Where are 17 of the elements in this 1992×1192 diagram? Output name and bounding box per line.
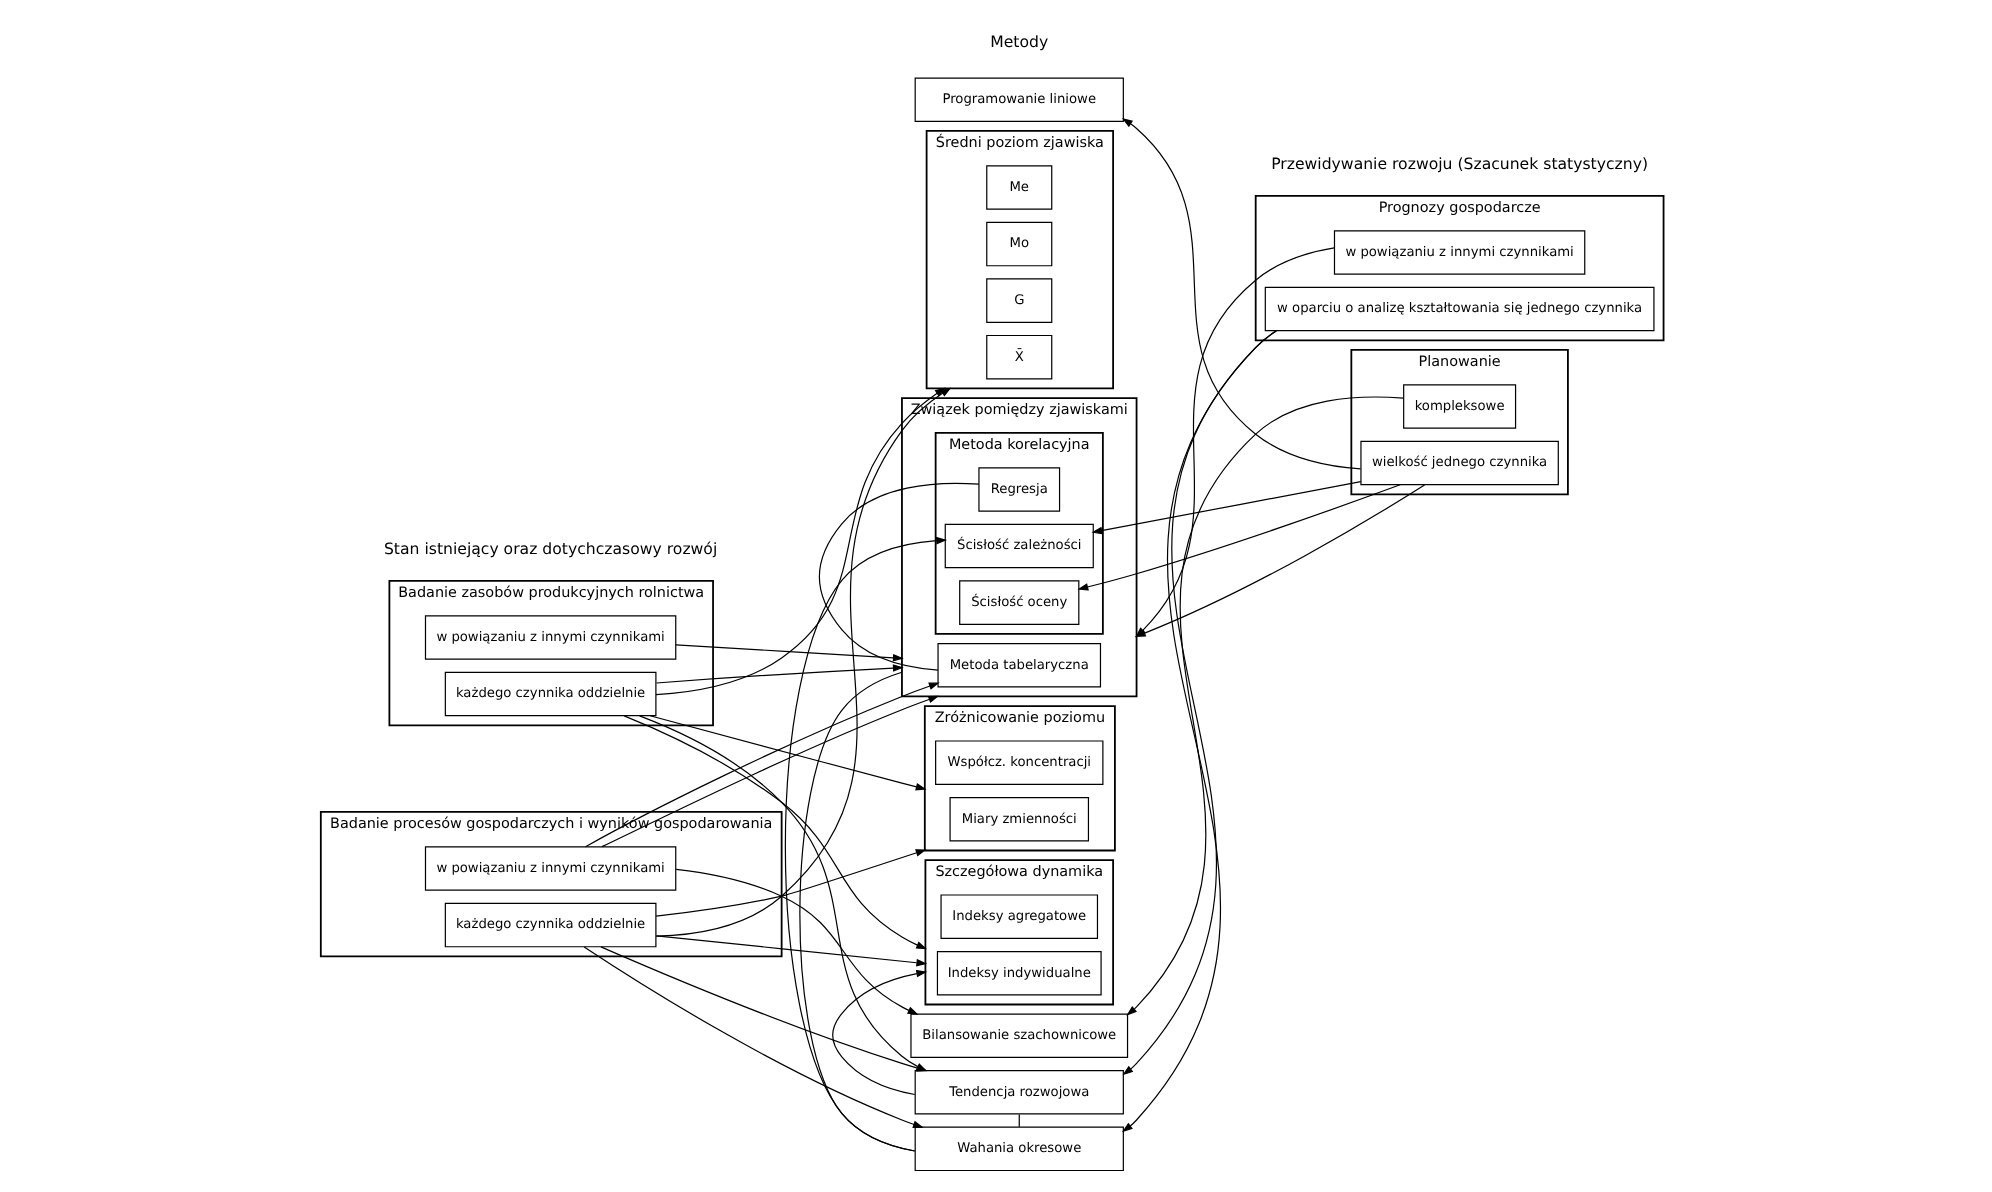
arrow — [783, 536, 947, 1152]
arrow — [648, 715, 926, 791]
connector — [817, 482, 979, 671]
arrow — [674, 644, 903, 662]
arrow — [831, 969, 927, 1096]
arrow — [674, 868, 918, 1015]
arrow — [1090, 480, 1361, 535]
arrow — [1120, 118, 1361, 470]
arrow — [582, 946, 923, 1128]
arrow — [637, 715, 927, 1072]
arrow — [654, 849, 926, 917]
arrow — [1076, 484, 1400, 591]
arrow — [654, 664, 903, 684]
arrow — [1125, 396, 1403, 1016]
arrow — [622, 715, 927, 950]
arrow — [654, 935, 927, 967]
arrow — [599, 946, 927, 1072]
